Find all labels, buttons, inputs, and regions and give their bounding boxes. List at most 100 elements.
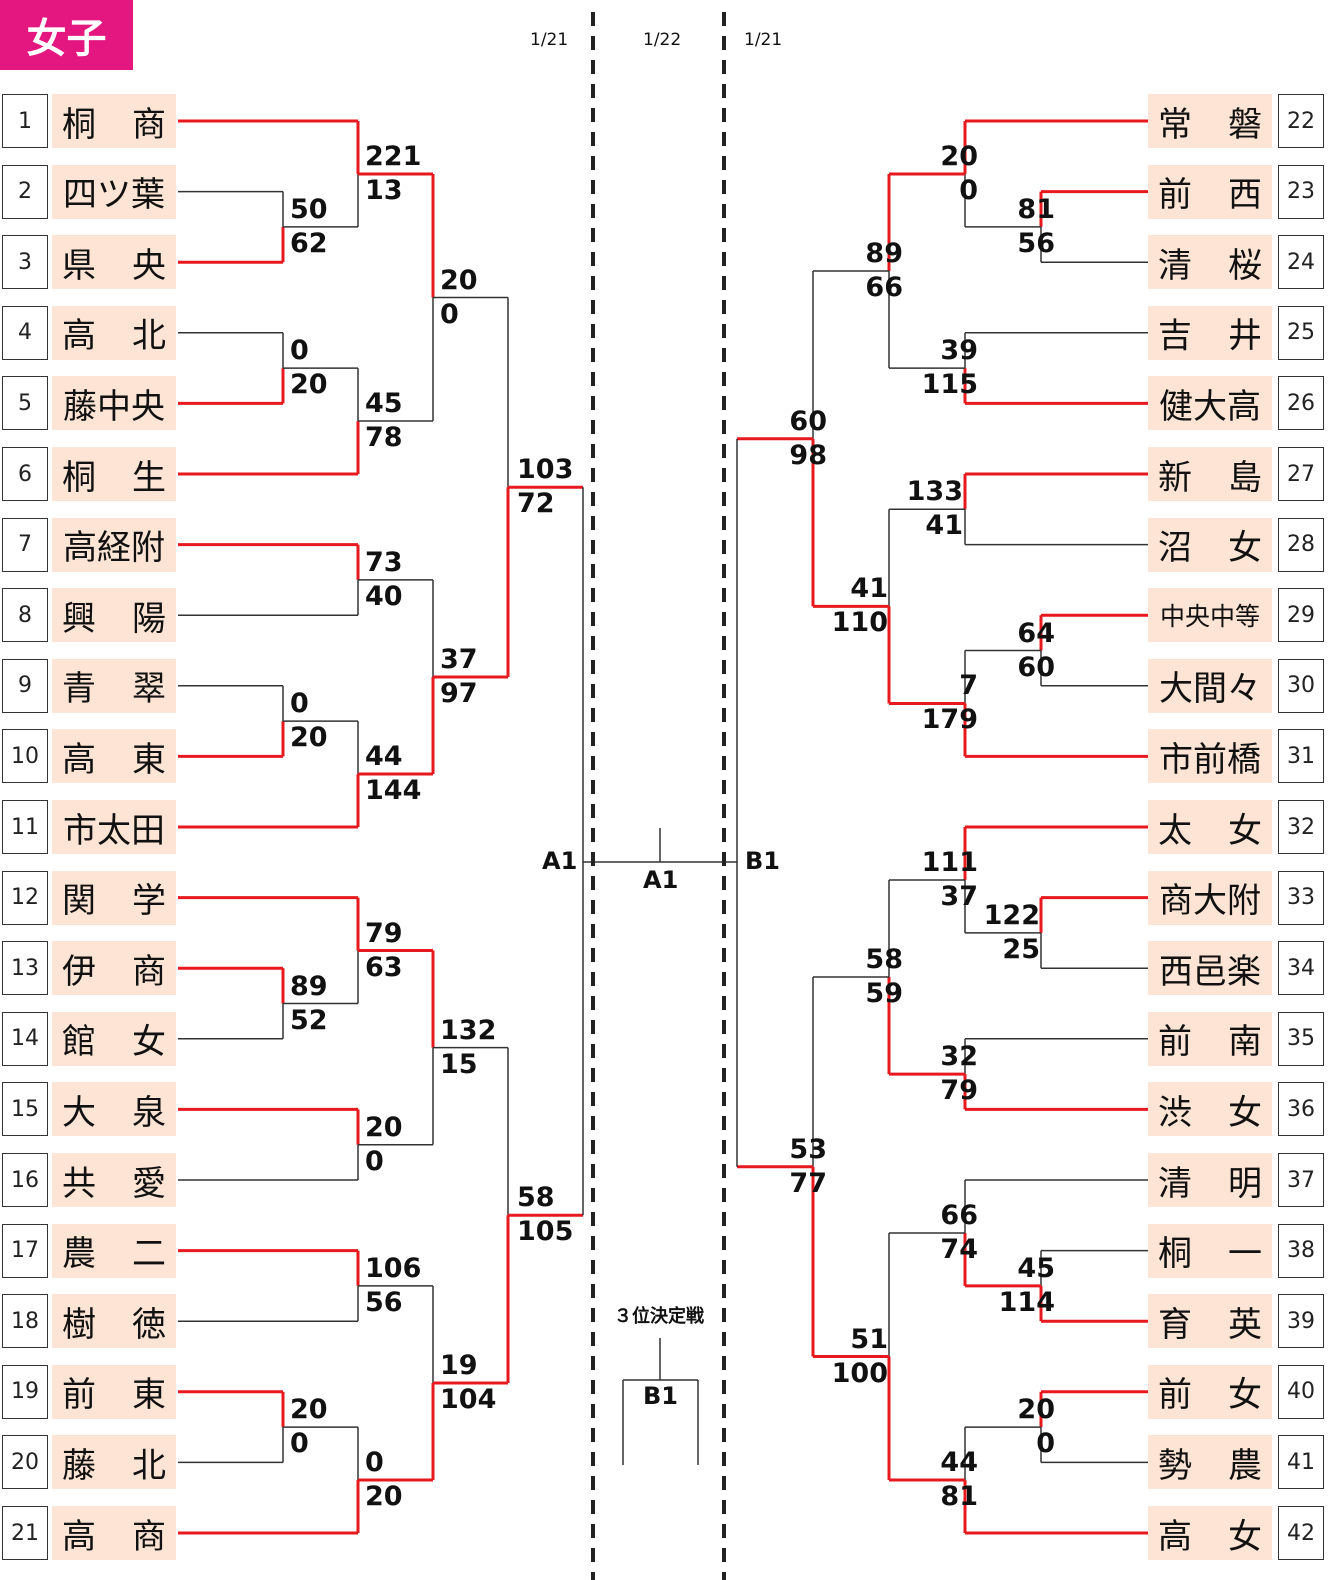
team-name-9: 青翠 [52, 658, 176, 713]
score-bottom: 81 [940, 1481, 978, 1513]
team-name-first: 青 [62, 669, 96, 710]
team-name-first: 桐 [62, 457, 96, 498]
team-name-first: 沼 [1158, 528, 1192, 569]
team-name-last: 英 [1228, 1304, 1262, 1345]
team-name-first: 清 [1158, 245, 1192, 286]
score-top: 19 [440, 1349, 478, 1381]
team-number: 17 [2, 1223, 48, 1278]
score-top: 0 [290, 688, 309, 720]
team-name-3: 県央 [52, 235, 176, 290]
team-number: 38 [1278, 1223, 1324, 1278]
score-bottom: 20 [290, 722, 328, 754]
team-name-first: 新 [1158, 457, 1192, 498]
score-bottom: 20 [365, 1481, 403, 1513]
team-name-6: 桐生 [52, 447, 176, 501]
team-number: 9 [2, 658, 48, 713]
team-number: 22 [1278, 94, 1324, 148]
team-number: 35 [1278, 1011, 1324, 1066]
score-top: 44 [940, 1447, 978, 1479]
score-bottom: 59 [865, 978, 903, 1010]
team-name-last: 生 [132, 457, 166, 498]
team-name-40: 前女 [1148, 1364, 1272, 1419]
score-bottom: 74 [940, 1233, 978, 1265]
score-top: 20 [940, 140, 978, 172]
score-bottom: 78 [365, 422, 403, 454]
score-top: 89 [290, 970, 328, 1002]
team-name-first: 共 [62, 1163, 96, 1204]
team-name-first: 吉 [1158, 316, 1192, 357]
team-number: 6 [2, 447, 48, 501]
team-number: 13 [2, 941, 48, 996]
team-name-42: 高女 [1148, 1506, 1272, 1560]
team-number: 33 [1278, 870, 1324, 925]
score-top: 58 [517, 1182, 555, 1214]
score-bottom: 0 [440, 298, 459, 330]
team-name-2: 四ツ葉 [52, 164, 176, 219]
score-bottom: 62 [290, 227, 328, 259]
team-name-last: 商 [132, 951, 166, 992]
team-name-last: 明 [1228, 1163, 1262, 1204]
score-bottom: 97 [440, 677, 478, 709]
team-number: 10 [2, 729, 48, 784]
team-number: 4 [2, 305, 48, 360]
score-top: 20 [365, 1111, 403, 1143]
team-name-last: 女 [1228, 1092, 1262, 1133]
score-bottom: 0 [290, 1428, 309, 1460]
team-name-last: 北 [132, 1445, 166, 1486]
team-name-18: 樹徳 [52, 1294, 176, 1349]
team-number: 32 [1278, 800, 1324, 854]
score-top: 20 [1017, 1394, 1055, 1426]
team-name-first: 藤 [62, 1445, 96, 1486]
team-name-first: 桐 [1158, 1234, 1192, 1275]
team-number: 42 [1278, 1506, 1324, 1560]
team-number: 12 [2, 870, 48, 925]
score-top: 79 [365, 917, 403, 949]
team-number: 20 [2, 1435, 48, 1490]
score-top: 73 [365, 546, 403, 578]
team-name-last: 島 [1228, 457, 1262, 498]
score-top: 7 [959, 670, 978, 702]
score-top: 0 [290, 335, 309, 367]
team-number: 27 [1278, 447, 1324, 501]
a1-left-label: A1 [542, 847, 578, 875]
score-top: 51 [850, 1323, 888, 1355]
score-bottom: 20 [290, 369, 328, 401]
team-name-last: 泉 [132, 1092, 166, 1133]
team-name-last: 一 [1228, 1234, 1262, 1275]
team-number: 36 [1278, 1082, 1324, 1137]
score-top: 66 [940, 1199, 978, 1231]
score-top: 0 [365, 1447, 384, 1479]
team-name-last: 商 [132, 1516, 166, 1557]
team-name-first: 伊 [62, 951, 96, 992]
team-name-26: 健大高 [1148, 376, 1272, 431]
team-number: 31 [1278, 729, 1324, 784]
team-name-first: 高 [1158, 1516, 1192, 1557]
score-bottom: 60 [1017, 651, 1055, 683]
score-bottom: 98 [789, 439, 827, 471]
score-top: 103 [517, 454, 574, 486]
team-name-first: 常 [1158, 104, 1192, 145]
team-name-first: 樹 [62, 1304, 96, 1345]
team-name-first: 館 [62, 1022, 96, 1063]
score-bottom: 114 [998, 1286, 1055, 1318]
score-bottom: 100 [831, 1357, 888, 1389]
score-bottom: 41 [925, 510, 963, 542]
score-bottom: 0 [1036, 1428, 1055, 1460]
team-name-23: 前西 [1148, 164, 1272, 219]
team-name-35: 前南 [1148, 1011, 1272, 1066]
score-top: 32 [940, 1041, 978, 1073]
team-number: 41 [1278, 1435, 1324, 1490]
team-number: 29 [1278, 588, 1324, 643]
team-number: 15 [2, 1082, 48, 1137]
team-name-last: 女 [1228, 1375, 1262, 1416]
team-name-11: 市太田 [52, 800, 176, 854]
team-name-last: 農 [1228, 1445, 1262, 1486]
team-name-last: 女 [1228, 528, 1262, 569]
team-name-last: 二 [132, 1234, 166, 1275]
team-name-41: 勢農 [1148, 1435, 1272, 1490]
team-name-33: 商大附 [1148, 870, 1272, 925]
score-bottom: 115 [921, 369, 978, 401]
team-name-12: 関学 [52, 870, 176, 925]
score-top: 89 [865, 238, 903, 270]
